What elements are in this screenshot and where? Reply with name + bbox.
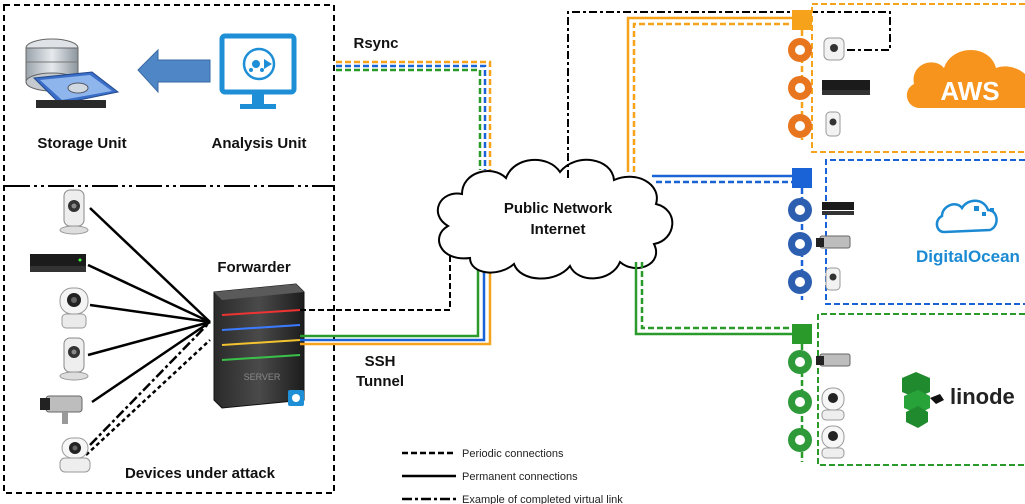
bullet-camera-icon [819,235,851,249]
legend: Periodic connections Permanent connectio… [402,448,623,504]
link-orange-aws [626,16,800,172]
linode-gateway-node [792,324,812,344]
aws-logo-text: AWS [940,76,999,106]
devices-under-attack-label: Devices under attack [125,465,276,482]
periodic-link-black-aws [567,11,891,178]
device-links [85,207,211,456]
tunnel-link-orange [300,250,492,346]
dvr-recorder-icon [822,202,854,210]
tunnel-link-green [300,250,480,338]
bullet-camera-icon [40,395,83,424]
link-green-linode-dashed [640,262,800,330]
rsync-link-blue [336,64,487,170]
cloud-label-line2: Internet [530,221,585,238]
forwarder-server-icon: SERVER [213,283,305,409]
rsync-label: Rsync [353,35,398,52]
digitalocean-logo-text: DigitalOcean [916,247,1020,266]
forwarder-label: Forwarder [217,259,291,276]
digitalocean-honeypot-group [788,198,854,294]
ssh-label: SSH [365,353,396,370]
linode-logo: linode [902,372,1015,428]
tunnel-link-blue [300,250,486,342]
digitalocean-region-border [825,159,1025,305]
bullet-camera-icon [819,353,851,367]
rsync-link-orange [336,60,492,170]
camera-icon [59,287,89,329]
legend-periodic-label: Periodic connections [462,448,564,460]
linode-region-border [817,313,1025,466]
storage-unit-label: Storage Unit [37,135,126,152]
linode-honeypot-group [788,350,851,459]
rsync-link-green [336,68,482,170]
analysis-unit-icon [219,33,297,109]
tunnel-label: Tunnel [356,373,404,390]
cloud-label-line1: Public Network [504,200,613,217]
link-green-linode [634,262,800,336]
aws-gateway-node [792,10,812,30]
camera-icon [59,189,89,235]
legend-virtual-label: Example of completed virtual link [462,494,623,504]
public-network-cloud [436,158,674,280]
camera-icon [59,337,89,381]
aws-honeypot-group [788,37,870,138]
linode-logo-text: linode [950,384,1015,409]
digitalocean-logo: DigitalOcean [916,199,1020,266]
local-infrastructure-box [3,4,335,494]
server-engraving: SERVER [244,372,281,382]
camera-icon [59,437,91,473]
dvr-recorder-icon [822,80,870,90]
aws-logo: AWS [906,50,1025,108]
digitalocean-gateway-node [792,168,812,188]
arrow-left-icon [137,48,211,94]
dvr-recorder-icon [30,254,86,272]
link-orange-aws-dashed [632,22,800,172]
analysis-unit-label: Analysis Unit [211,135,306,152]
storage-unit-icon [25,38,120,108]
legend-permanent-label: Permanent connections [462,471,578,483]
periodic-link-black [300,254,451,311]
